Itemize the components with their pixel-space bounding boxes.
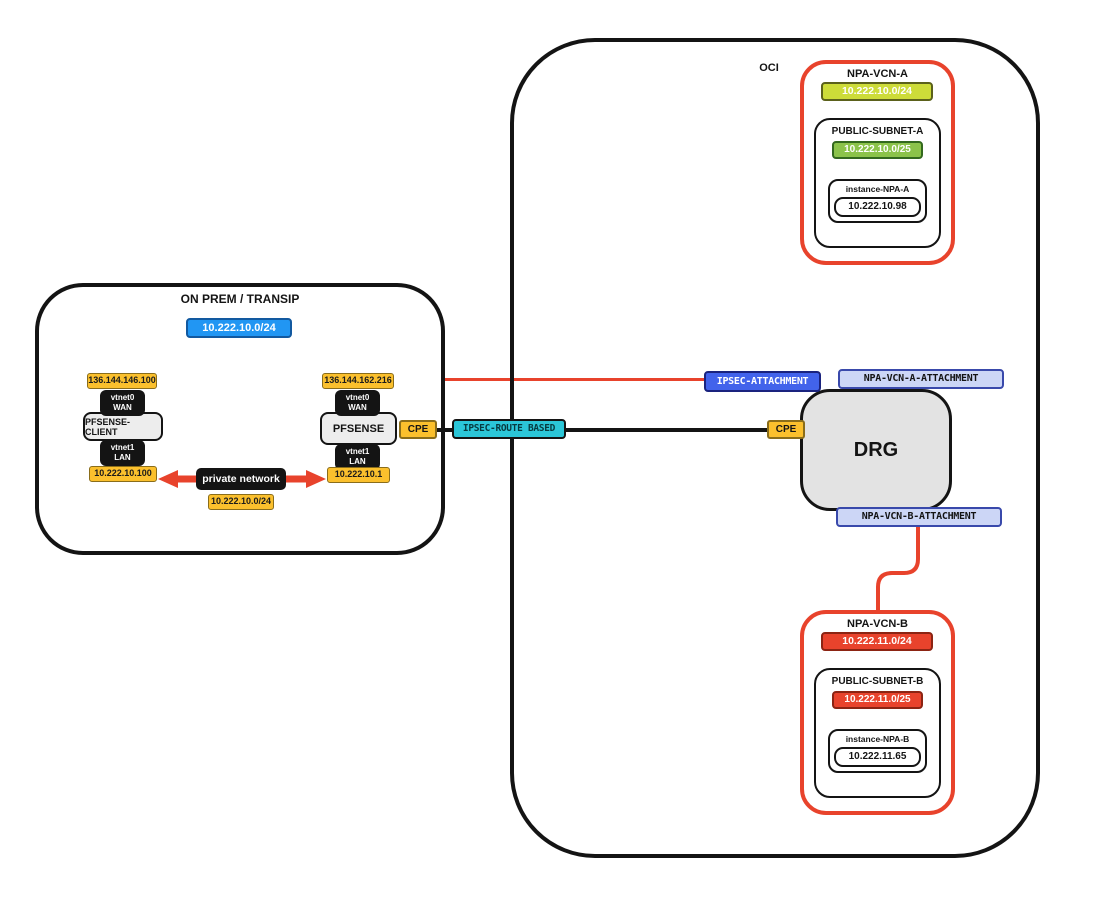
pfsense-node: PFSENSE	[320, 412, 397, 445]
interface-role: LAN	[114, 453, 131, 462]
interface-role: WAN	[348, 403, 367, 412]
oci-title: OCI	[759, 62, 779, 74]
vcn-b-attachment-connection-line	[876, 525, 920, 615]
vcn-b-cidr-badge: 10.222.11.0/24	[821, 632, 933, 651]
pfsense-client-wan-ip-badge: 136.144.146.100	[87, 373, 157, 389]
private-network-badge: private network	[196, 468, 286, 490]
vcn-a-title: NPA-VCN-A	[847, 68, 908, 80]
ipsec-attachment-badge: IPSEC-ATTACHMENT	[704, 371, 821, 392]
interface-role: LAN	[349, 457, 366, 466]
subnet-b-title: PUBLIC-SUBNET-B	[831, 676, 924, 687]
subnet-a-title: PUBLIC-SUBNET-A	[831, 126, 924, 137]
interface-name: vtnet0	[110, 393, 135, 402]
subnet-a-cidr-badge: 10.222.10.0/25	[832, 141, 923, 159]
pfsense-client-lan-ip-badge: 10.222.10.100	[89, 466, 157, 482]
vcn-a-cidr-badge: 10.222.10.0/24	[821, 82, 933, 101]
pfsense-lan-interface-badge: vtnet1 LAN	[335, 444, 380, 470]
onprem-cidr-badge: 10.222.10.0/24	[186, 318, 292, 338]
pfsense-wan-interface-badge: vtnet0 WAN	[335, 390, 380, 416]
oci-container	[510, 38, 1040, 858]
tunnel-connection-line	[436, 428, 770, 432]
instance-a-ip-badge: 10.222.10.98	[834, 197, 921, 217]
interface-name: vtnet1	[345, 447, 370, 456]
pfsense-client-wan-interface-badge: vtnet0 WAN	[100, 390, 145, 416]
instance-b-name: instance-NPA-B	[845, 734, 910, 744]
vcn-b-title: NPA-VCN-B	[847, 618, 908, 630]
ipsec-connection-line	[443, 378, 706, 381]
ipsec-tunnel-badge: IPSEC-ROUTE BASED	[452, 419, 566, 439]
private-network-cidr-badge: 10.222.10.0/24	[208, 494, 274, 510]
subnet-b-cidr-badge: 10.222.11.0/25	[832, 691, 923, 709]
onprem-cpe-badge: CPE	[399, 420, 437, 439]
interface-role: WAN	[113, 403, 132, 412]
pfsense-client-lan-interface-badge: vtnet1 LAN	[100, 440, 145, 466]
pfsense-client-node: PFSENSE-CLIENT	[83, 412, 163, 441]
instance-b-ip-badge: 10.222.11.65	[834, 747, 921, 767]
pfsense-lan-ip-badge: 10.222.10.1	[327, 467, 390, 483]
onprem-title: ON PREM / TRANSIP	[180, 292, 300, 306]
vcn-a-attachment-badge: NPA-VCN-A-ATTACHMENT	[838, 369, 1004, 389]
pfsense-wan-ip-badge: 136.144.162.216	[322, 373, 394, 389]
interface-name: vtnet0	[345, 393, 370, 402]
onprem-container	[35, 283, 445, 555]
instance-a-name: instance-NPA-A	[845, 184, 910, 194]
vcn-b-attachment-badge: NPA-VCN-B-ATTACHMENT	[836, 507, 1002, 527]
interface-name: vtnet1	[110, 443, 135, 452]
drg-cpe-badge: CPE	[767, 420, 805, 439]
drg-node: DRG	[800, 389, 952, 511]
